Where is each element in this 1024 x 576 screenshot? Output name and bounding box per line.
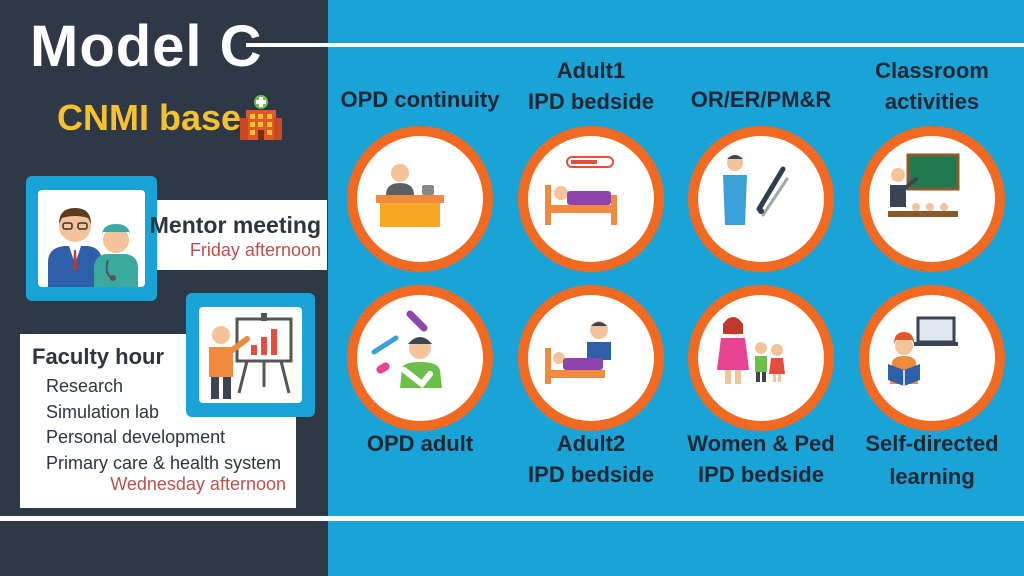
faculty-item: Simulation lab xyxy=(46,401,160,422)
bedside-visit-icon xyxy=(545,321,611,384)
reading-student-icon xyxy=(888,316,958,386)
faculty-item: Primary care & health system xyxy=(46,452,282,473)
station-label-line1: Adult1 xyxy=(556,58,626,83)
surgeon-icon xyxy=(723,155,789,225)
station-label: OR/ER/PM&R xyxy=(690,87,832,112)
family-icon xyxy=(717,317,785,384)
faculty-title: Faculty hour xyxy=(32,344,165,369)
station-label-line1: Women & Ped xyxy=(687,431,835,456)
faculty-time: Wednesday afternoon xyxy=(110,474,286,494)
faculty-box: Faculty hour Research Simulation lab Per… xyxy=(20,334,296,508)
station-label-line2: IPD bedside xyxy=(698,462,824,487)
bottom-divider xyxy=(0,516,1024,521)
faculty-item: Research xyxy=(46,376,124,396)
patient-bed-icon xyxy=(545,156,617,225)
faculty-tile xyxy=(186,293,315,417)
mentor-tile xyxy=(26,176,157,301)
station-circle xyxy=(859,285,1005,431)
station-label-line1: Classroom xyxy=(875,58,989,83)
station-circle xyxy=(688,126,834,272)
presentation-icon xyxy=(209,313,293,399)
station-circle xyxy=(688,285,834,431)
top-divider xyxy=(246,43,1024,47)
mentor-box: Mentor meeting Friday afternoon xyxy=(150,200,327,270)
station-label-line2: IPD bedside xyxy=(528,462,654,487)
station-label-line1: Adult2 xyxy=(556,431,626,456)
faculty-items: Research Simulation lab Personal develop… xyxy=(46,374,281,476)
faculty-item: Personal development xyxy=(46,427,226,447)
classroom-icon xyxy=(888,153,960,217)
station-label-line2: learning xyxy=(889,464,975,489)
station-label: OPD continuity xyxy=(340,87,500,112)
station-label-line1: Self-directed xyxy=(865,431,999,456)
page-subtitle: CNMI base xyxy=(57,97,242,138)
doctors-icon xyxy=(48,208,138,287)
mentor-title: Mentor meeting xyxy=(149,212,321,238)
page-title: Model C xyxy=(30,14,263,79)
desk-icon xyxy=(376,164,444,227)
injured-patient-icon xyxy=(371,310,442,388)
mentor-time: Friday afternoon xyxy=(189,240,321,260)
station-label-line2: activities xyxy=(884,89,980,114)
station-circle xyxy=(518,285,664,431)
station-circle xyxy=(347,126,493,272)
station-circle xyxy=(859,126,1005,272)
hospital-icon xyxy=(240,95,282,140)
station-label-line2: IPD bedside xyxy=(528,89,654,114)
bottom-strip xyxy=(0,522,1024,576)
station-circle xyxy=(518,126,664,272)
station-label: OPD adult xyxy=(366,431,474,456)
station-circle xyxy=(347,285,493,431)
